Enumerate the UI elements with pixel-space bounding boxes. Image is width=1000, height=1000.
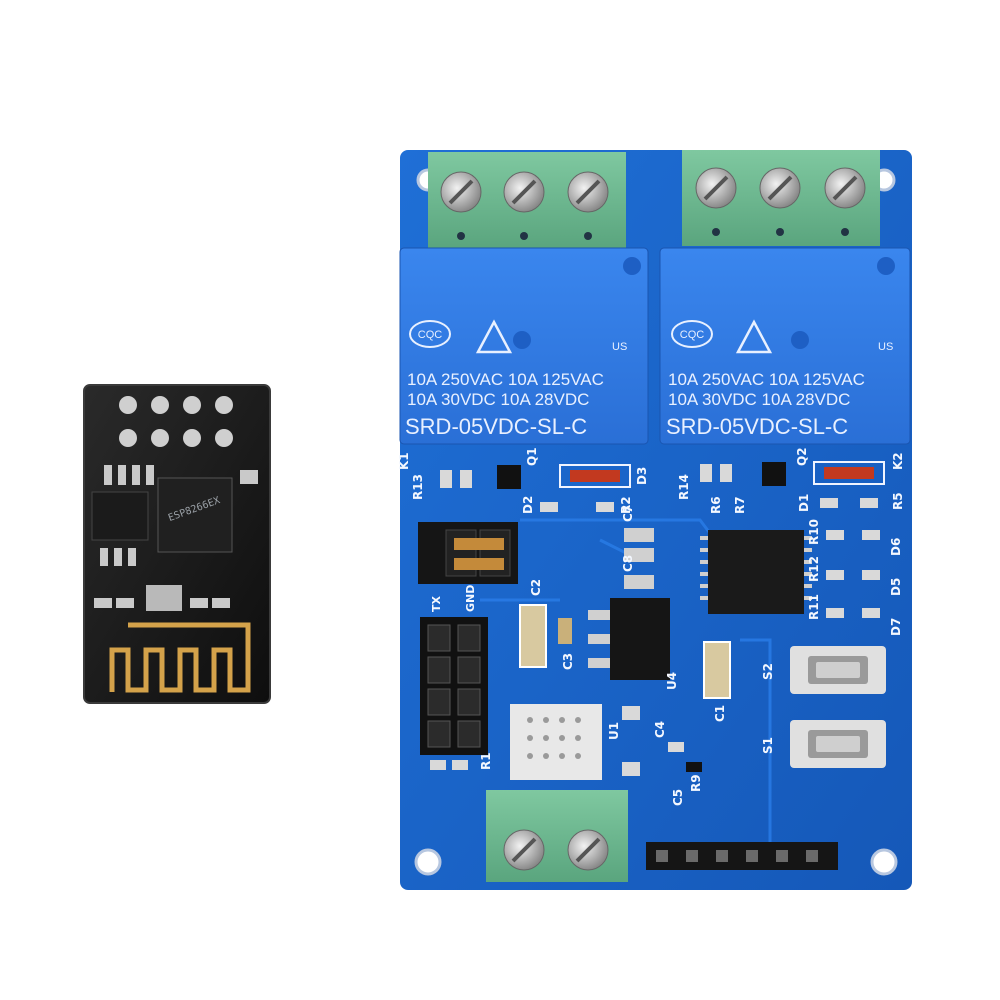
svg-text:S1: S1 [761,737,775,754]
svg-text:CQC: CQC [418,329,443,341]
resistor-column [826,530,880,618]
relay-1-rating-line2: 10A 30VDC 10A 28VDC [407,390,589,409]
esp01-module: ESP8266EX [83,384,271,704]
svg-text:C5: C5 [671,789,685,806]
svg-text:D1: D1 [797,494,811,512]
svg-text:R13: R13 [411,474,425,500]
svg-text:Q2: Q2 [795,447,809,466]
cqc-logo-2: CQC [671,320,713,348]
svg-text:R5: R5 [891,492,905,510]
svg-text:TX: TX [430,595,443,612]
relay-2: CQC US 10A 250VAC 10A 125VAC 10A 30VDC 1… [659,247,911,445]
relay-2-model: SRD-05VDC-SL-C [666,414,848,439]
pcb-antenna [109,622,251,693]
silkscreen-labels: K1 R13 Q1 D3 D2 R2 R14 R6 R7 Q2 D1 K2 R5… [397,447,905,806]
svg-text:R2: R2 [619,496,633,514]
warning-triangle-icon [475,319,513,354]
svg-text:C1: C1 [713,705,727,722]
svg-text:K1: K1 [397,452,411,470]
svg-text:R10: R10 [807,519,821,545]
svg-text:U1: U1 [607,722,621,740]
svg-text:C3: C3 [561,653,575,670]
svg-text:C7: C7 [621,505,635,522]
driver-ic [700,530,812,614]
svg-text:D3: D3 [635,467,649,485]
pin-header [646,842,838,870]
relay-1: CQC US 10A 250VAC 10A 125VAC 10A 30VDC 1… [399,247,649,445]
terminal-block-2 [682,150,880,246]
svg-text:D6: D6 [889,538,903,556]
relay-2-rating-line1: 10A 250VAC 10A 125VAC [668,370,865,389]
relay-1-rating-line1: 10A 250VAC 10A 125VAC [407,370,604,389]
svg-text:R6: R6 [709,496,723,514]
svg-text:R12: R12 [807,556,821,582]
svg-text:D5: D5 [889,578,903,596]
rf-module [510,704,602,780]
svg-text:D2: D2 [521,496,535,514]
svg-text:R7: R7 [733,496,747,514]
flash-chip [91,491,149,541]
tactile-switch-s1 [790,720,886,768]
svg-text:C2: C2 [529,579,543,596]
svg-text:Q1: Q1 [525,447,539,466]
ul-mark: US [878,341,893,353]
esp-socket [420,617,488,755]
terminal-block-3 [486,790,628,882]
esp-header-pins [119,396,233,447]
ul-mark: US [612,341,627,353]
jumper-header [418,522,518,584]
relay-board: CQC US 10A 250VAC 10A 125VAC 10A 30VDC 1… [397,150,912,890]
crystal [146,585,182,611]
svg-text:R1: R1 [479,752,493,770]
svg-text:C4: C4 [653,721,667,738]
svg-text:U4: U4 [665,672,679,690]
esp-smd-parts [94,465,258,608]
voltage-regulator [588,598,670,680]
terminal-block-1 [428,152,626,248]
svg-text:C8: C8 [621,555,635,572]
bottom-smd-parts [430,706,702,776]
esp8266-chip [157,477,233,553]
tactile-switch-s2 [790,646,886,694]
relay-2-rating-line2: 10A 30VDC 10A 28VDC [668,390,850,409]
svg-text:R11: R11 [807,594,821,620]
component-row-top [440,461,885,512]
svg-text:D7: D7 [889,618,903,636]
svg-text:GND: GND [464,585,477,612]
svg-text:S2: S2 [761,663,775,680]
relay-1-model: SRD-05VDC-SL-C [405,414,587,439]
cqc-logo: CQC [409,320,451,348]
svg-text:K2: K2 [891,452,905,470]
svg-text:R14: R14 [677,474,691,500]
svg-text:CQC: CQC [680,329,705,341]
svg-text:R9: R9 [689,774,703,792]
warning-triangle-icon [735,319,773,354]
capacitors [519,528,731,699]
